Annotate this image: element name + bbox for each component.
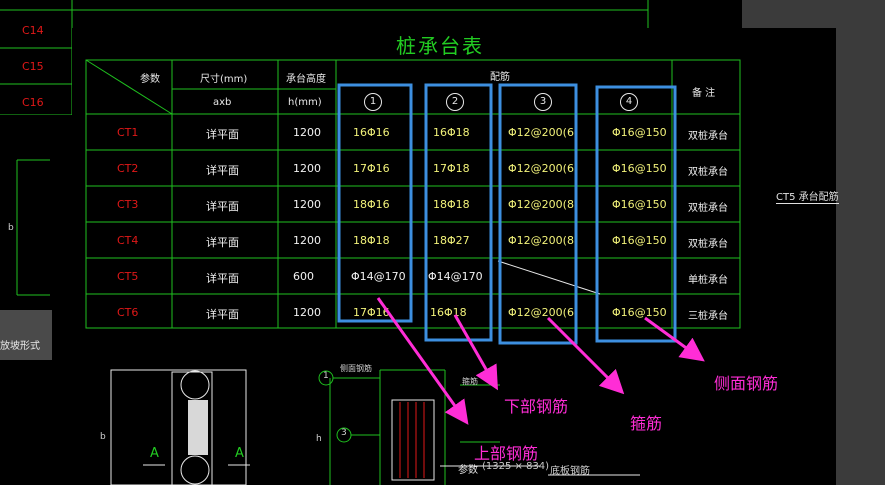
row-id: CT1 (117, 126, 139, 139)
row-id: CT6 (117, 306, 139, 319)
bottom-label-c1: 1 (323, 371, 329, 381)
row-rebar-3: Φ12@200(8) (508, 234, 579, 247)
row-id: CT5 (117, 270, 139, 283)
row-depth: 1200 (293, 306, 321, 319)
row-rebar-2: Φ14@170 (428, 270, 483, 283)
annotation-top-rebar: 上部钢筋 (474, 444, 539, 463)
row-rebar-1: 17Φ16 (353, 306, 390, 319)
bottom-label-b: b (100, 432, 106, 442)
rebar-circle-1: 1 (364, 93, 382, 111)
row-rebar-4: Φ16@150 (612, 162, 667, 175)
header-rebar: 配筋 (490, 72, 510, 83)
row-rebar-4: Φ16@150 (612, 234, 667, 247)
top-strip-row-14: C14 (22, 24, 44, 37)
arrow-bottom-rebar (453, 314, 498, 391)
arrow-top-rebar (376, 297, 469, 425)
left-panel-strip (0, 310, 52, 360)
row-id: CT4 (117, 234, 139, 247)
row-depth: 1200 (293, 126, 321, 139)
annotation-bottom-rebar: 下部钢筋 (504, 397, 569, 416)
rebar-circle-2: 2 (446, 93, 464, 111)
row-depth: 1200 (293, 198, 321, 211)
top-strip-row-16: C16 (22, 96, 44, 109)
row-depth: 600 (293, 270, 314, 283)
row-rebar-2: 18Φ18 (433, 198, 470, 211)
viewer-right-margin (836, 0, 885, 485)
row-note: 单桩承台 (688, 275, 728, 286)
row-rebar-2: 18Φ27 (433, 234, 470, 247)
row-id: CT3 (117, 198, 139, 211)
row-size: 详平面 (206, 236, 239, 249)
header-size-sub: axb (213, 97, 232, 108)
row-rebar-1: 18Φ18 (353, 234, 390, 247)
row-size: 详平面 (206, 200, 239, 213)
arrow-side-rebar (644, 316, 705, 362)
row-size: 详平面 (206, 308, 239, 321)
header-param: 参数 (140, 74, 160, 85)
row-depth: 1200 (293, 162, 321, 175)
header-depth-sub: h(mm) (288, 97, 322, 108)
header-remark: 备 注 (692, 88, 716, 99)
row-note: 双桩承台 (688, 203, 728, 214)
row-rebar-3: Φ12@200(6) (508, 306, 579, 319)
left-detail-lines: b (8, 159, 50, 296)
viewer-top-right-margin (742, 0, 885, 28)
svg-text:b: b (8, 223, 14, 233)
row-id: CT2 (117, 162, 139, 175)
row-rebar-2: 17Φ18 (433, 162, 470, 175)
row-rebar-3: Φ12@200(6) (508, 162, 579, 175)
row-rebar-1: 16Φ16 (353, 126, 390, 139)
bottom-label-h: h (316, 434, 322, 444)
highlight-box-bottom-rebar (337, 83, 413, 323)
arrow-stirrup (546, 316, 625, 395)
bottom-base-rebar-label: 底板钢筋 (550, 466, 590, 477)
left-panel-label: 放坡形式 (0, 341, 40, 352)
bottom-stir-note: 箍筋 (462, 377, 478, 386)
row-note: 双桩承台 (688, 167, 728, 178)
row-rebar-4: Φ16@150 (612, 198, 667, 211)
table-title: 桩承台表 (396, 34, 484, 58)
highlight-box-stirrup (498, 83, 578, 345)
row-size: 详平面 (206, 164, 239, 177)
image-size-label: (1325 × 834) (482, 461, 550, 472)
bottom-detail-drawings (110, 369, 640, 485)
bottom-param-label: 参数 (458, 465, 478, 476)
right-side-note: CT5 承台配筋 (776, 188, 839, 204)
annotation-stirrup: 箍筋 (630, 414, 663, 433)
annotation-side-rebar: 侧面钢筋 (714, 374, 779, 393)
row-rebar-4: Φ16@150 (612, 306, 667, 319)
header-depth: 承台高度 (286, 74, 326, 85)
row-rebar-1: 17Φ16 (353, 162, 390, 175)
row-depth: 1200 (293, 234, 321, 247)
row-rebar-4: Φ16@150 (612, 126, 667, 139)
row-rebar-2: 16Φ18 (433, 126, 470, 139)
rebar-circle-4: 4 (620, 93, 638, 111)
row-size: 详平面 (206, 128, 239, 141)
highlight-box-top-rebar (424, 83, 493, 342)
bottom-label-a-left: A (150, 446, 159, 461)
top-strip-row-15: C15 (22, 60, 44, 73)
row-note: 双桩承台 (688, 131, 728, 142)
bottom-rebar-note: 侧面钢筋 (340, 364, 372, 373)
row-note: 三桩承台 (688, 311, 728, 322)
rebar-circle-3: 3 (534, 93, 552, 111)
row-rebar-1: 18Φ16 (353, 198, 390, 211)
header-size: 尺寸(mm) (200, 74, 248, 85)
row-rebar-1: Φ14@170 (351, 270, 406, 283)
row-note: 双桩承台 (688, 239, 728, 250)
row-size: 详平面 (206, 272, 239, 285)
row-rebar-2: 16Φ18 (430, 306, 467, 319)
highlight-box-side-rebar (595, 85, 677, 343)
bottom-label-a-right: A (235, 446, 244, 461)
bottom-label-c3: 3 (341, 428, 347, 438)
row-rebar-3: Φ12@200(6) (508, 126, 579, 139)
row-rebar-3: Φ12@200(8) (508, 198, 579, 211)
